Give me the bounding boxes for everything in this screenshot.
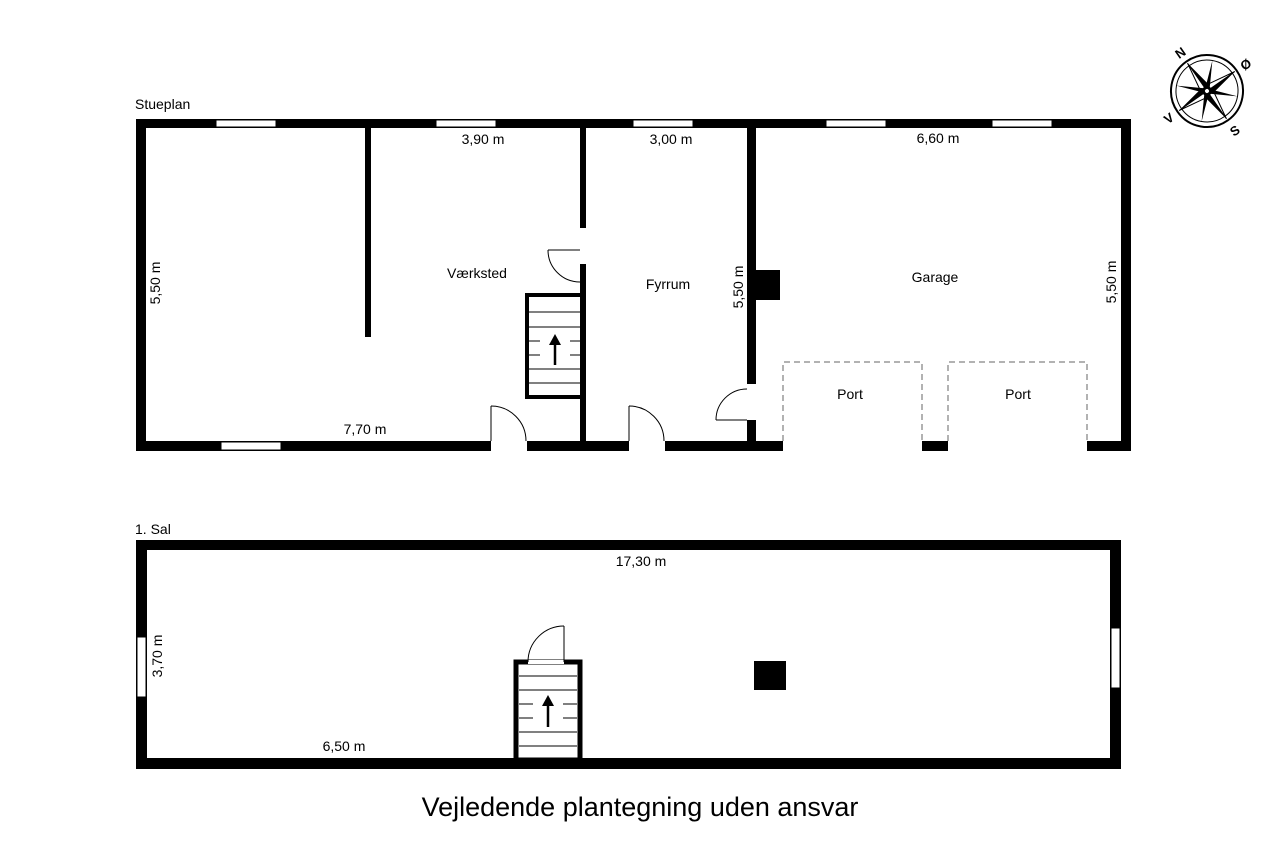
dim-ground-left: 5,50 m [147, 262, 163, 305]
dim-workshop-width: 3,90 m [462, 131, 505, 147]
dim-upper-bottom: 6,50 m [323, 738, 366, 754]
ground-exterior-walls [136, 119, 1131, 451]
ground-windows [215, 119, 1053, 451]
upper-floor-plan: 1. Sal [135, 521, 1121, 769]
ground-staircase [525, 293, 584, 399]
door-workshop-boiler [547, 249, 581, 283]
dim-boiler-width: 3,00 m [650, 131, 693, 147]
chimney [756, 270, 780, 300]
compass-rose-icon: N Ø S V [1161, 44, 1254, 139]
dim-garage-width: 6,60 m [917, 130, 960, 146]
ground-floor-title: Stueplan [135, 96, 190, 112]
dim-upper-top: 17,30 m [616, 553, 667, 569]
door-entry-boiler [628, 405, 665, 442]
room-label-boiler: Fyrrum [646, 276, 690, 292]
disclaimer-caption: Vejledende plantegning uden ansvar [421, 792, 859, 822]
door-boiler-garage [715, 388, 748, 421]
upper-staircase [513, 625, 583, 763]
room-label-port-2: Port [1005, 386, 1031, 402]
dim-ground-bottom: 7,70 m [344, 421, 387, 437]
compass-north: N [1172, 44, 1188, 62]
door-entry-workshop [490, 405, 527, 442]
stair-up-arrow-icon [549, 334, 561, 365]
upper-windows [136, 627, 1121, 698]
upper-floor-title: 1. Sal [135, 521, 171, 537]
chimney [754, 661, 786, 690]
garage-ports [782, 361, 1088, 441]
dim-upper-left: 3,70 m [149, 635, 165, 678]
room-label-workshop: Værksted [447, 265, 507, 281]
dim-boiler-depth: 5,50 m [730, 266, 746, 309]
ground-doors [490, 249, 748, 442]
dim-ground-right: 5,50 m [1103, 261, 1119, 304]
compass-south: S [1227, 122, 1243, 139]
compass-west: V [1161, 110, 1177, 127]
stair-up-arrow-icon [542, 695, 554, 727]
room-label-garage: Garage [912, 269, 959, 285]
compass-east: Ø [1237, 55, 1254, 73]
upper-exterior-walls [136, 540, 1121, 769]
door-upper-stair [527, 625, 565, 664]
room-label-port-1: Port [837, 386, 863, 402]
ground-floor-plan: Stueplan [135, 96, 1131, 451]
